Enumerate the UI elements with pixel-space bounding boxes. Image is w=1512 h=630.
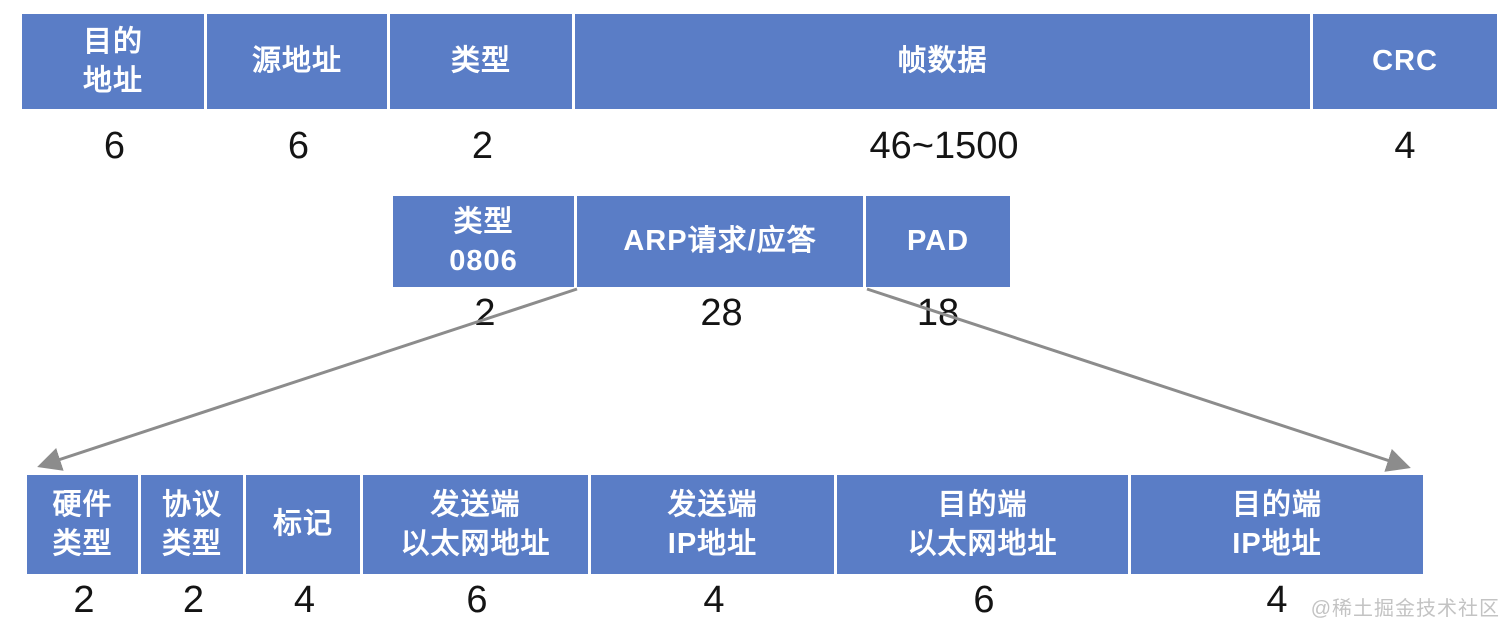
field-size-crc: 4 <box>1394 125 1416 167</box>
field-cell-pad: PAD <box>866 196 1010 287</box>
ethernet-frame-row: 目的 地址 源地址 类型 帧数据 CRC <box>22 14 1497 109</box>
field-cell-type-0806: 类型 0806 <box>393 196 577 287</box>
field-size-target-ethernet-address: 6 <box>973 579 995 621</box>
field-cell-target-ethernet-address: 目的端 以太网地址 <box>837 475 1131 574</box>
field-size-arp-request-reply: 28 <box>700 292 743 334</box>
field-cell-sender-ip-address: 发送端 IP地址 <box>591 475 837 574</box>
field-cell-destination-address: 目的 地址 <box>22 14 207 109</box>
field-size-type: 2 <box>471 125 494 167</box>
field-cell-protocol-type: 协议 类型 <box>141 475 246 574</box>
watermark-juejin-community: @稀土掘金技术社区 <box>1310 598 1500 620</box>
field-cell-sender-ethernet-address: 发送端 以太网地址 <box>363 475 591 574</box>
frame-data-detail-row: 类型 0806 ARP请求/应答 PAD <box>393 196 1010 287</box>
field-cell-target-ip-address: 目的端 IP地址 <box>1131 475 1423 574</box>
field-size-type-0806: 2 <box>474 292 496 334</box>
field-size-sender-ip-address: 4 <box>703 579 725 621</box>
field-cell-type: 类型 <box>390 14 575 109</box>
field-cell-frame-data: 帧数据 <box>575 14 1313 109</box>
arp-packet-sizes-row: 2 2 4 6 4 6 4 <box>27 579 1423 630</box>
field-size-protocol-type: 2 <box>182 579 205 621</box>
field-cell-crc: CRC <box>1313 14 1497 109</box>
ethernet-frame-sizes-row: 6 6 2 46~1500 4 <box>22 125 1497 176</box>
field-size-sender-ethernet-address: 6 <box>466 579 488 621</box>
field-size-target-ip-address: 4 <box>1266 579 1288 621</box>
field-cell-flag: 标记 <box>246 475 363 574</box>
field-size-pad: 18 <box>916 292 960 334</box>
field-cell-arp-request-reply: ARP请求/应答 <box>577 196 866 287</box>
field-size-destination-address: 6 <box>103 125 126 167</box>
field-size-hardware-type: 2 <box>73 579 95 621</box>
field-size-source-address: 6 <box>287 125 310 167</box>
frame-data-detail-sizes-row: 2 28 18 <box>393 292 1010 343</box>
field-size-frame-data: 46~1500 <box>869 125 1019 167</box>
field-cell-hardware-type: 硬件 类型 <box>27 475 141 574</box>
arp-packet-row: 硬件 类型 协议 类型 标记 发送端 以太网地址 发送端 IP地址 目的端 以太… <box>27 475 1423 574</box>
field-cell-source-address: 源地址 <box>207 14 390 109</box>
field-size-flag: 4 <box>293 579 316 621</box>
